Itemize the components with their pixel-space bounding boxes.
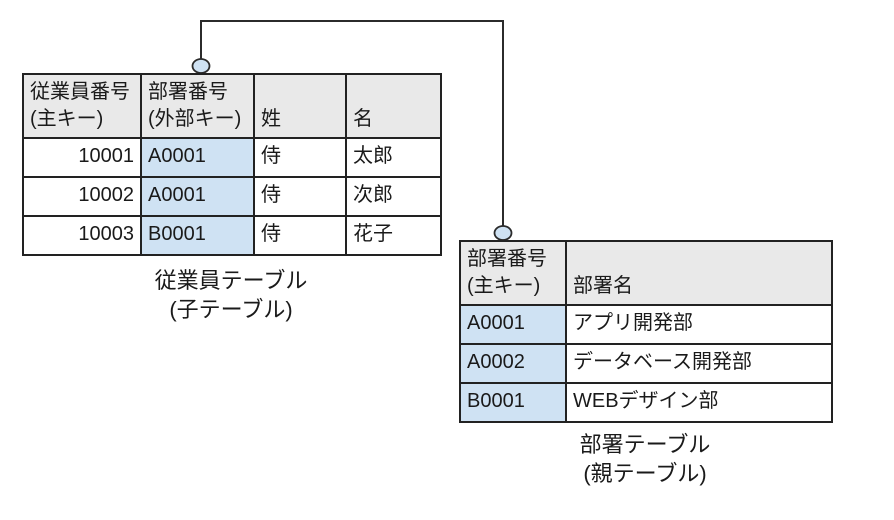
cell-employee-id: 10003 bbox=[22, 215, 142, 256]
header-cell-department-id-fk: 部署番号 (外部キー) bbox=[140, 73, 255, 139]
table-row: 10001 A0001 侍 太郎 bbox=[22, 137, 442, 178]
cell-department-id-pk: B0001 bbox=[459, 382, 567, 423]
department-table-header-row: 部署番号 (主キー) 部署名 bbox=[459, 240, 833, 306]
table-row: B0001 WEBデザイン部 bbox=[459, 382, 833, 423]
cell-last-name: 侍 bbox=[253, 176, 347, 217]
connector-terminal-icon bbox=[191, 58, 211, 74]
cell-last-name: 侍 bbox=[253, 215, 347, 256]
cell-department-id-pk: A0002 bbox=[459, 343, 567, 384]
cell-last-name: 侍 bbox=[253, 137, 347, 178]
cell-first-name: 次郎 bbox=[345, 176, 442, 217]
connector-terminal-icon bbox=[493, 225, 513, 241]
header-cell-employee-id: 従業員番号 (主キー) bbox=[22, 73, 142, 139]
employee-table-caption: 従業員テーブル (子テーブル) bbox=[154, 268, 308, 322]
cell-department-id-fk: B0001 bbox=[140, 215, 255, 256]
employee-table: 従業員番号 (主キー) 部署番号 (外部キー) 姓 名 10001 A0001 … bbox=[22, 73, 442, 256]
cell-first-name: 花子 bbox=[345, 215, 442, 256]
department-table: 部署番号 (主キー) 部署名 A0001 アプリ開発部 A0002 データベース… bbox=[459, 240, 833, 423]
table-row: 10002 A0001 侍 次郎 bbox=[22, 176, 442, 217]
employee-table-header-row: 従業員番号 (主キー) 部署番号 (外部キー) 姓 名 bbox=[22, 73, 442, 139]
header-cell-department-name: 部署名 bbox=[565, 240, 833, 306]
cell-department-id-fk: A0001 bbox=[140, 176, 255, 217]
cell-employee-id: 10002 bbox=[22, 176, 142, 217]
header-cell-last-name: 姓 bbox=[253, 73, 347, 139]
header-cell-department-id-pk: 部署番号 (主キー) bbox=[459, 240, 567, 306]
cell-department-id-fk: A0001 bbox=[140, 137, 255, 178]
cell-department-id-pk: A0001 bbox=[459, 304, 567, 345]
table-row: A0002 データベース開発部 bbox=[459, 343, 833, 384]
table-row: 10003 B0001 侍 花子 bbox=[22, 215, 442, 256]
table-row: A0001 アプリ開発部 bbox=[459, 304, 833, 345]
header-cell-first-name: 名 bbox=[345, 73, 442, 139]
cell-department-name: アプリ開発部 bbox=[565, 304, 833, 345]
department-table-caption: 部署テーブル (親テーブル) bbox=[579, 432, 711, 486]
cell-department-name: WEBデザイン部 bbox=[565, 382, 833, 423]
cell-first-name: 太郎 bbox=[345, 137, 442, 178]
cell-department-name: データベース開発部 bbox=[565, 343, 833, 384]
cell-employee-id: 10001 bbox=[22, 137, 142, 178]
